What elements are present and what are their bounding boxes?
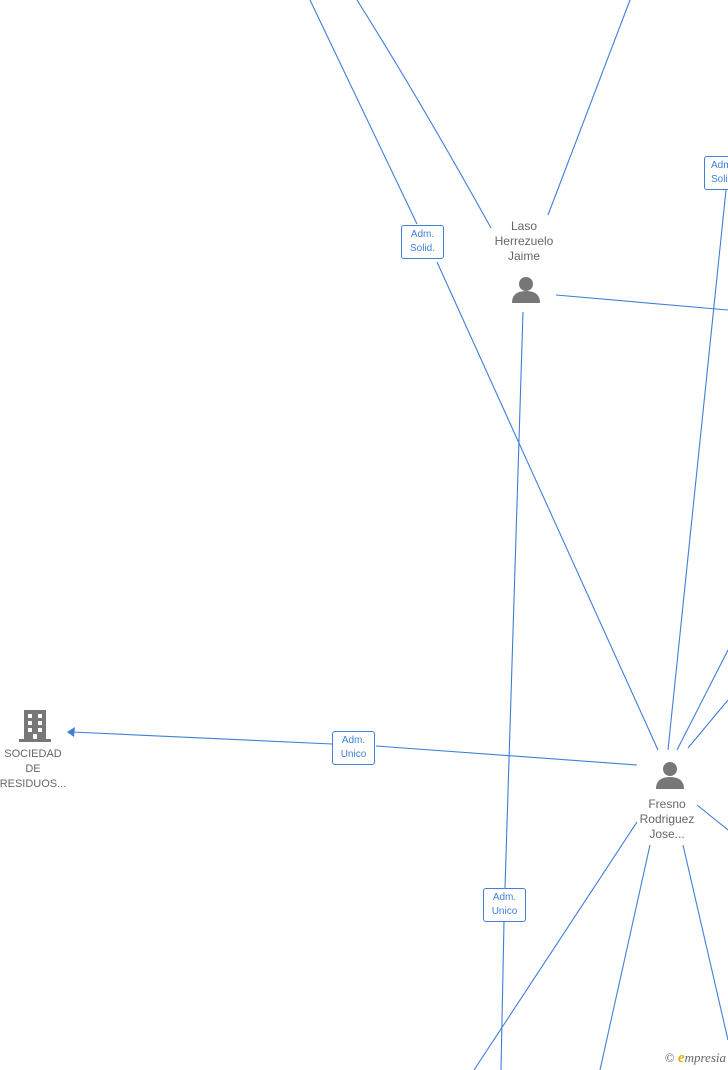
name-line: Jose... — [649, 827, 685, 841]
node-label-fresno[interactable]: Fresno Rodriguez Jose... — [617, 797, 717, 842]
brand-initial: e — [677, 1050, 685, 1066]
edge-line — [555, 294, 728, 311]
edge-line — [687, 699, 728, 749]
edge-label-adm-solid-partial[interactable]: Adm Soli — [704, 156, 728, 190]
edge-label-adm-unico[interactable]: Adm. Unico — [332, 731, 375, 765]
node-label-sociedad[interactable]: SOCIEDAD DE RESIDUOS... — [0, 747, 70, 792]
person-icon[interactable] — [656, 762, 684, 789]
name-line: SOCIEDAD — [4, 748, 62, 760]
edge-label-line: Unico — [491, 906, 518, 917]
empresia-watermark: © empresia — [665, 1050, 726, 1067]
node-label-laso[interactable]: Laso Herrezuelo Jaime — [474, 219, 574, 264]
name-line: Herrezuelo — [494, 234, 554, 248]
edge-line — [676, 649, 728, 751]
edge-line — [375, 745, 638, 766]
name-line: Jaime — [507, 249, 540, 263]
edge-line — [599, 844, 651, 1070]
edge-line — [473, 821, 638, 1070]
edge-line — [696, 804, 728, 831]
name-line: Laso — [510, 219, 538, 233]
edge-label-adm-solid[interactable]: Adm. Solid. — [401, 225, 444, 259]
name-line: Rodriguez — [639, 812, 695, 826]
edge-label-line: Solid. — [409, 243, 435, 254]
edge-label-line: Soli — [711, 174, 728, 185]
edge-label-adm-unico[interactable]: Adm. Unico — [483, 888, 526, 922]
edge-label-line: Adm — [711, 160, 728, 171]
edge-label-line: Unico — [340, 749, 367, 760]
edge-line — [500, 921, 505, 1070]
edge-line — [504, 311, 524, 889]
edge-line — [356, 0, 492, 229]
edge-line — [547, 0, 631, 216]
brand-name: mpresia — [684, 1050, 726, 1065]
name-line: DE — [25, 763, 41, 775]
person-icon[interactable] — [512, 277, 540, 303]
edge-label-line: Adm. — [341, 735, 366, 746]
copyright-icon: © — [664, 1050, 675, 1065]
name-line: Fresno — [648, 797, 686, 811]
edge-label-line: Adm. — [492, 892, 517, 903]
arrowhead — [67, 727, 75, 737]
edge-line — [71, 731, 333, 745]
edge-line — [436, 261, 659, 751]
edge-label-line: Adm. — [410, 229, 435, 240]
building-icon[interactable] — [19, 710, 51, 742]
name-line: RESIDUOS... — [0, 778, 67, 790]
edge-line — [309, 0, 418, 225]
edge-line — [682, 844, 728, 1041]
edge-line — [667, 189, 727, 751]
